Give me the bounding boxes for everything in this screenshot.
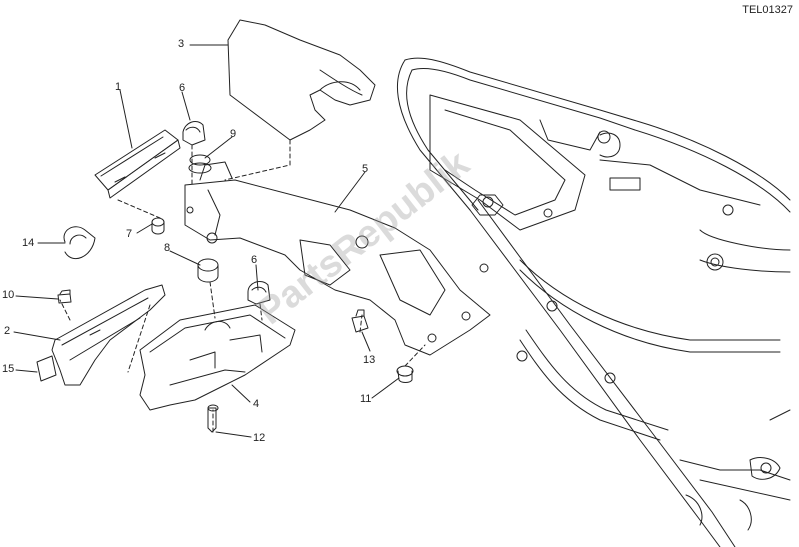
callout-12: 12 <box>253 432 266 444</box>
assembly-lines <box>59 139 426 433</box>
callout-13: 13 <box>363 354 376 366</box>
callout-7: 7 <box>126 228 133 240</box>
callout-6-upper: 6 <box>179 82 186 94</box>
part-8-bushing <box>197 258 219 283</box>
part-11-bolt <box>396 365 414 384</box>
part-6-clip-lower <box>247 281 271 305</box>
part-15-reflector <box>36 355 57 382</box>
callout-14: 14 <box>22 237 35 249</box>
callout-1: 1 <box>115 81 122 93</box>
rear-frame <box>396 57 791 547</box>
callout-8: 8 <box>164 242 171 254</box>
part-4-housing <box>139 304 296 411</box>
callout-6-lower: 6 <box>251 254 258 266</box>
part-10-screw <box>57 289 72 304</box>
part-5-bracket <box>184 161 491 356</box>
part-14-clip <box>63 226 96 260</box>
part-2-holder <box>51 284 166 386</box>
callout-10: 10 <box>2 289 15 301</box>
leader-lines <box>13 44 400 438</box>
part-1-plate <box>94 129 181 199</box>
part-3-cover <box>227 19 376 141</box>
part-6-clip-upper <box>182 121 206 146</box>
drawing-code: TEL01327 <box>742 4 793 16</box>
callout-4: 4 <box>253 398 260 410</box>
callout-11: 11 <box>360 393 372 405</box>
callout-2: 2 <box>4 325 11 337</box>
callout-3: 3 <box>178 38 185 50</box>
callout-15: 15 <box>2 363 15 375</box>
part-9-grommet <box>188 154 212 174</box>
callout-5: 5 <box>362 163 369 175</box>
part-7-spacer <box>151 217 165 235</box>
callout-9: 9 <box>230 128 237 140</box>
part-13-nut <box>351 309 369 333</box>
